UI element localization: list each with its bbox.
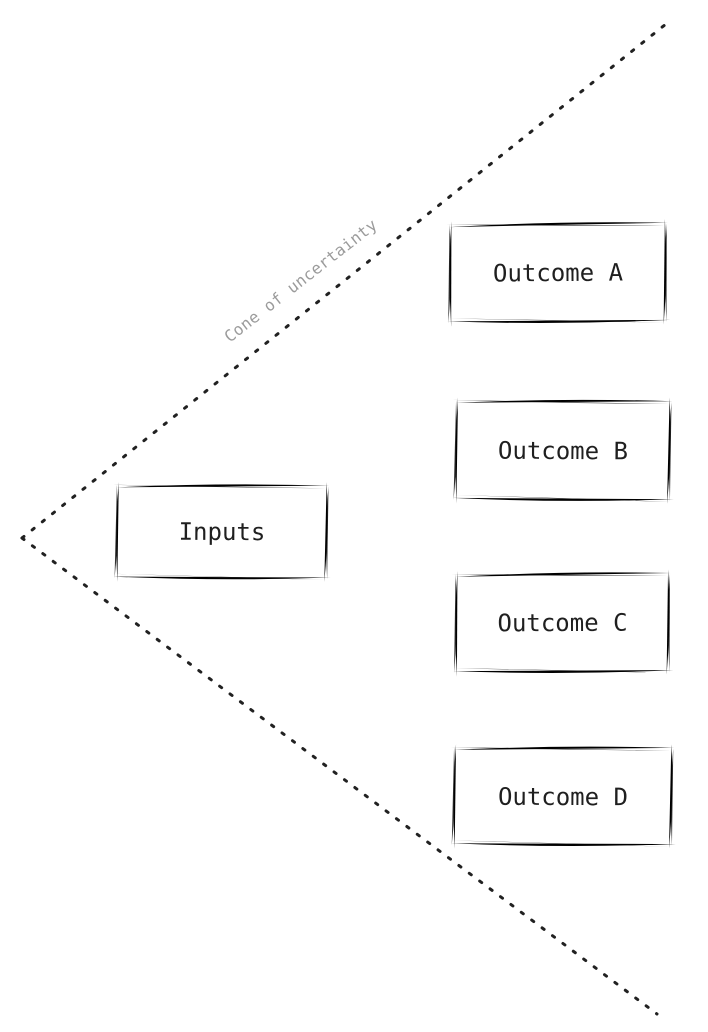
outcome-b-label: Outcome B bbox=[497, 436, 629, 465]
outcome-c-box: Outcome C bbox=[449, 567, 676, 680]
outcome-d-box: Outcome D bbox=[447, 741, 679, 853]
outcome-b-box: Outcome B bbox=[449, 393, 678, 507]
inputs-box: Inputs bbox=[110, 479, 334, 586]
outcome-a-box: Outcome A bbox=[443, 216, 674, 330]
outcome-a-label: Outcome A bbox=[492, 258, 624, 288]
outcome-d-label: Outcome D bbox=[497, 782, 629, 811]
outcome-c-label: Outcome C bbox=[497, 608, 628, 638]
cone-label: Cone of uncertainty bbox=[220, 215, 381, 347]
inputs-label: Inputs bbox=[178, 517, 266, 547]
